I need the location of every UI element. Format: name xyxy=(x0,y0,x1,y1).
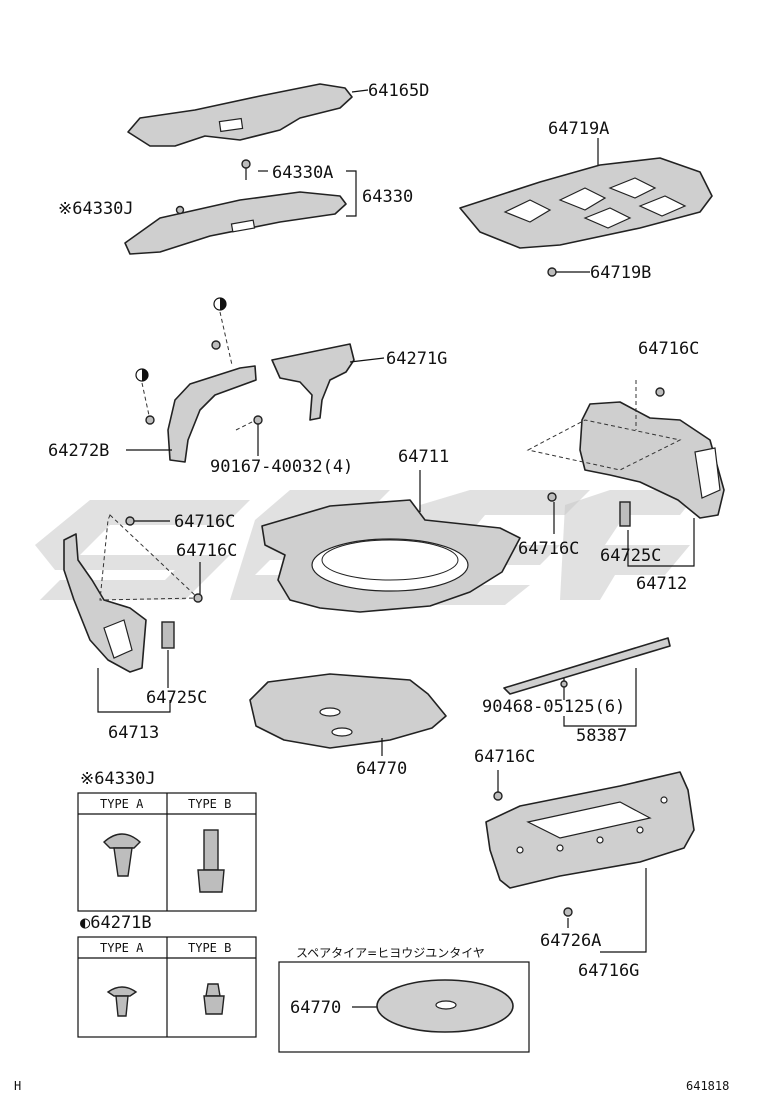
label-64716C-tr: 64716C xyxy=(638,339,699,359)
label-64716C-l2: 64716C xyxy=(176,541,237,561)
label-64719B: 64719B xyxy=(590,263,651,283)
label-64725C-r: 64725C xyxy=(600,546,661,566)
part-64711 xyxy=(261,470,521,613)
label-90167: 90167-40032(4) xyxy=(210,457,353,477)
legend-64271B-type-b: TYPE B xyxy=(188,941,231,955)
label-64165D: 64165D xyxy=(368,81,429,101)
part-64712 xyxy=(526,380,725,567)
part-64271G xyxy=(271,343,385,421)
part-64713 xyxy=(63,514,203,713)
label-64725C-l: 64725C xyxy=(146,688,207,708)
legend-64271B: ◐64271B TYPE A TYPE B xyxy=(77,913,257,1038)
part-64719A xyxy=(459,138,713,277)
part-64165D xyxy=(127,83,369,147)
label-64770: 64770 xyxy=(356,759,407,779)
label-64716G: 64716G xyxy=(578,961,639,981)
legend-64271B-title: ◐64271B xyxy=(80,913,152,933)
part-64716G xyxy=(485,770,695,953)
spare-tire-box: スペアタイア=ヒヨウジユンタイヤ 64770 xyxy=(278,946,530,1053)
label-64716C-l1: 64716C xyxy=(174,512,235,532)
footer-left: H xyxy=(14,1079,21,1093)
legend-64330J-type-b: TYPE B xyxy=(188,797,231,811)
footer-code: 641818 xyxy=(686,1079,729,1093)
part-64770 xyxy=(249,673,447,756)
label-64713: 64713 xyxy=(108,723,159,743)
label-64726A: 64726A xyxy=(540,931,601,951)
label-58387: 58387 xyxy=(576,726,627,746)
label-64330: 64330 xyxy=(362,187,413,207)
spare-part-label: 64770 xyxy=(290,998,341,1018)
label-64330A: 64330A xyxy=(272,163,333,183)
part-64272B xyxy=(126,297,257,463)
legend-64330J-title: ※64330J xyxy=(80,769,156,789)
legend-64330J: ※64330J TYPE A TYPE B xyxy=(77,769,257,912)
label-64272B: 64272B xyxy=(48,441,109,461)
spare-caption: スペアタイア=ヒヨウジユンタイヤ xyxy=(296,946,485,960)
label-64716C-r: 64716C xyxy=(518,539,579,559)
label-90468: 90468-05125(6) xyxy=(482,697,625,717)
label-64711: 64711 xyxy=(398,447,449,467)
label-64712: 64712 xyxy=(636,574,687,594)
part-58387 xyxy=(503,637,671,727)
part-64330 xyxy=(124,159,347,255)
label-64719A: 64719A xyxy=(548,119,609,139)
legend-64271B-type-a: TYPE A xyxy=(100,941,144,955)
legend-64330J-type-a: TYPE A xyxy=(100,797,144,811)
label-64271G: 64271G xyxy=(386,349,447,369)
label-64330J: ※64330J xyxy=(58,199,134,219)
part-90167-40032 xyxy=(235,415,263,456)
label-64716C-br: 64716C xyxy=(474,747,535,767)
